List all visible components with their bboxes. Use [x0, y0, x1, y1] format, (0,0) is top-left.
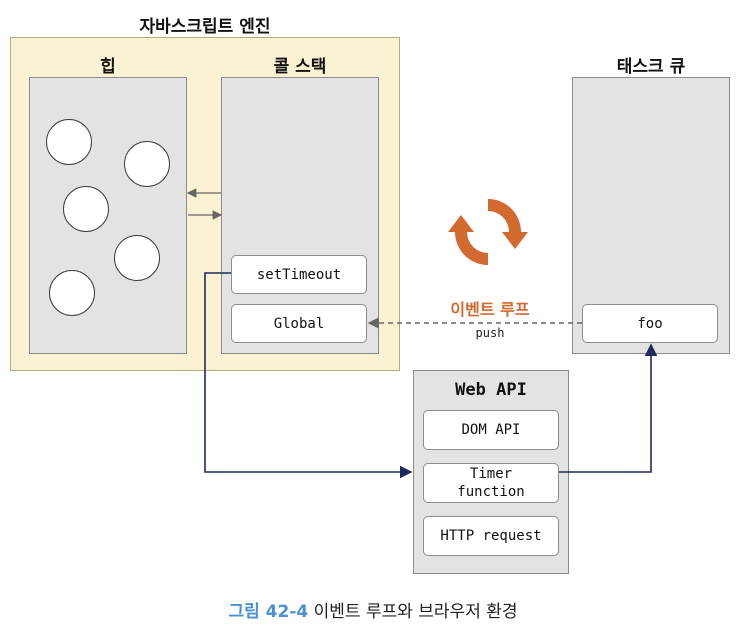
heap-object — [49, 270, 95, 316]
heap-object — [114, 235, 160, 281]
figure-caption: 그림 42-4 이벤트 루프와 브라우저 환경 — [0, 597, 746, 622]
refresh-cycle-icon — [448, 199, 528, 265]
heap-object — [124, 141, 170, 187]
heap-object — [63, 186, 109, 232]
task-queue-item-foo: foo — [582, 304, 718, 343]
heap-object — [46, 119, 92, 165]
call-stack-title: 콜 스택 — [273, 57, 327, 77]
web-api-title: Web API — [455, 380, 527, 400]
stack-frame-global: Global — [231, 304, 367, 343]
engine-title: 자바스크립트 엔진 — [139, 17, 271, 37]
figure-caption-text: 이벤트 루프와 브라우저 환경 — [313, 602, 518, 622]
web-api-http-request: HTTP request — [423, 516, 559, 556]
figure-number: 그림 42-4 — [228, 602, 309, 622]
push-label: push — [475, 326, 505, 340]
stack-frame-settimeout: setTimeout — [231, 255, 367, 294]
web-api-dom-api: DOM API — [423, 410, 559, 450]
arrow-settimeout-to-timer — [204, 272, 413, 479]
task-queue-title: 태스크 큐 — [616, 57, 686, 77]
heap-title: 힙 — [100, 57, 116, 77]
arrow-timer-to-task-queue — [559, 343, 658, 473]
web-api-timer-function: Timer function — [423, 463, 559, 503]
event-loop-label: 이벤트 루프 — [450, 300, 530, 319]
